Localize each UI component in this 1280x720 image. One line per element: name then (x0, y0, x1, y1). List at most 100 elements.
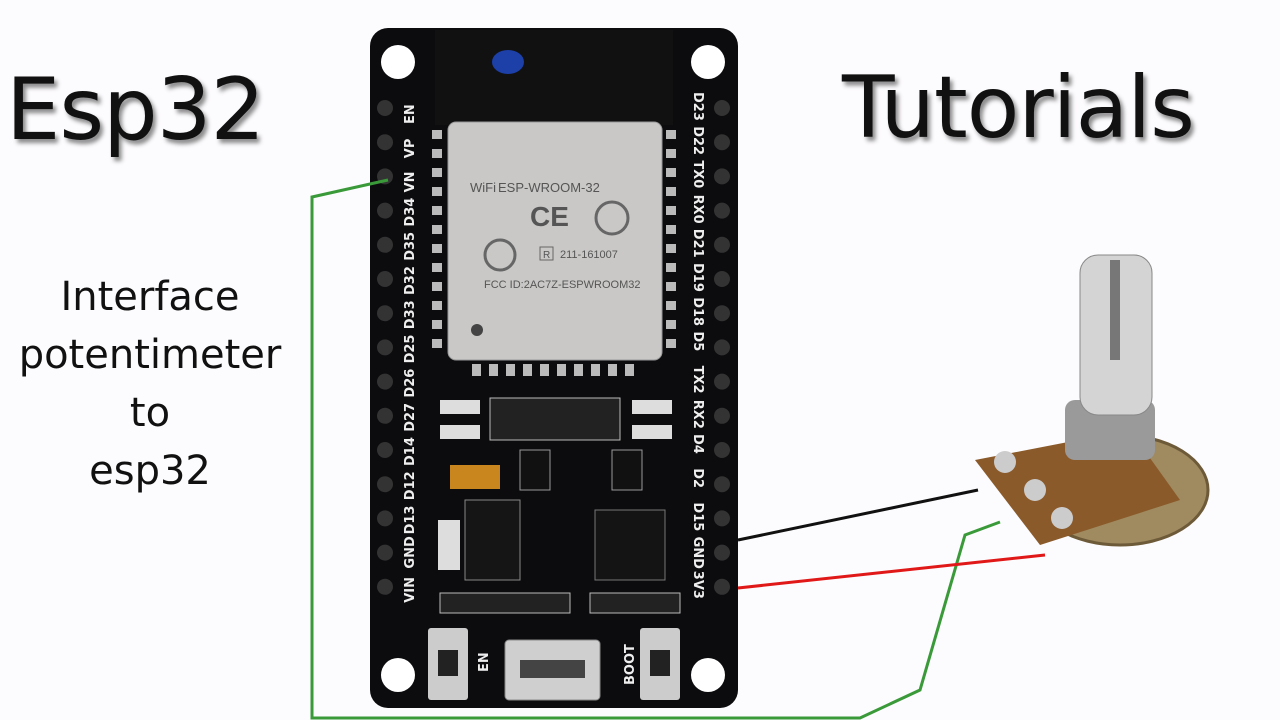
subtitle-line: esp32 (89, 448, 211, 494)
header-pin-hole (714, 134, 730, 151)
module-pad (432, 339, 442, 348)
header-pin-hole (714, 407, 730, 424)
header-pin-hole (714, 236, 730, 253)
header-pin-hole (377, 100, 393, 116)
module-pad (666, 282, 676, 291)
left-pin-label: VIN (403, 577, 418, 603)
left-pin-label: D32 (403, 266, 418, 295)
right-pin-label: D21 (690, 229, 705, 258)
wifi-logo: WiFi (470, 180, 496, 195)
left-pin-label: GND (403, 536, 418, 569)
module-pad (591, 364, 600, 376)
wire-black (737, 488, 979, 542)
left-pin-label: VP (403, 139, 418, 159)
wire-green (310, 178, 1001, 720)
left-pin-label: D12 (403, 471, 418, 500)
title-esp32: Esp32 (6, 60, 265, 160)
subtitle-line: potentimeter (18, 332, 282, 378)
module-pad (666, 320, 676, 329)
module-pad (506, 364, 515, 376)
esp32-board: WiFi ESP-WROOM-32 CE R 211-161007 FCC ID… (370, 28, 738, 708)
cert-logo (483, 238, 517, 272)
header-pin-hole (714, 339, 730, 356)
right-pin-label: RX2 (690, 400, 705, 429)
header-pin-hole (714, 442, 730, 458)
module-pad (432, 282, 442, 291)
header-pin-hole (377, 510, 393, 527)
boot-button-label: BOOT (623, 644, 638, 685)
module-pad (489, 364, 498, 376)
module-pad (432, 206, 442, 215)
header-pin-hole (714, 544, 730, 561)
module-pad (432, 301, 442, 310)
right-pin-label: D15 (690, 502, 705, 531)
r-mark: R (543, 250, 550, 261)
header-pin-hole (714, 168, 730, 185)
header-pin-hole (377, 339, 393, 356)
header-pin-hole (377, 305, 393, 322)
header-pin-hole (377, 202, 393, 219)
fcc-id: FCC ID:2AC7Z-ESPWROOM32 (484, 279, 640, 291)
module-pad (432, 263, 442, 272)
left-pin-label: VN (403, 171, 418, 192)
header-pin-hole (714, 305, 730, 322)
right-pin-label: D5 (690, 331, 705, 351)
module-pad (432, 130, 442, 139)
module-pad (666, 206, 676, 215)
module-pad (666, 244, 676, 253)
subtitle-line: to (129, 390, 171, 436)
header-pin-hole (714, 202, 730, 219)
left-pin-label: EN (403, 104, 418, 124)
right-pin-label: RX0 (690, 195, 705, 224)
module-pad (574, 364, 583, 376)
wire-red (737, 553, 1046, 590)
left-pin-label: D14 (403, 437, 418, 466)
module-pad (432, 225, 442, 234)
right-pin-label: D19 (690, 263, 705, 292)
right-pin-label: D22 (690, 126, 705, 155)
module-pad (432, 187, 442, 196)
module-pad (666, 301, 676, 310)
left-pin-label: D25 (403, 335, 418, 364)
left-pin-label: D26 (403, 369, 418, 398)
left-pin-label: D33 (403, 300, 418, 329)
module-shield (447, 121, 663, 361)
module-pad (523, 364, 532, 376)
header-pin-hole (377, 407, 393, 424)
boot-button[interactable] (640, 628, 680, 700)
header-pin-hole (377, 373, 393, 390)
right-pin-label: 3V3 (690, 571, 705, 599)
module-pad (666, 263, 676, 272)
ce-mark: CE (530, 201, 569, 232)
right-pin-label: D4 (690, 434, 705, 454)
header-pin-hole (714, 100, 730, 116)
module-pad (666, 339, 676, 348)
title-tutorials: Tutorials (842, 58, 1195, 158)
module-pad (540, 364, 549, 376)
right-pin-label: TX2 (690, 366, 705, 394)
module-pad (666, 149, 676, 158)
module-pad (432, 320, 442, 329)
module-pad (666, 225, 676, 234)
module-pad (666, 168, 676, 177)
header-pin-hole (714, 373, 730, 390)
potentiometer (975, 254, 1210, 547)
header-pin-hole (377, 236, 393, 253)
header-pin-hole (714, 510, 730, 527)
module-pad (625, 364, 634, 376)
en-button[interactable] (428, 628, 468, 700)
left-pin-label: D34 (403, 198, 418, 227)
header-pin-hole (714, 271, 730, 287)
module-pad (666, 187, 676, 196)
right-pin-label: D23 (690, 92, 705, 121)
header-pin-hole (714, 476, 730, 493)
module-pad (432, 149, 442, 158)
en-button-label: EN (477, 652, 492, 672)
module-pad (432, 168, 442, 177)
header-pin-hole (377, 476, 393, 493)
header-pin-hole (377, 544, 393, 561)
header-pin-hole (714, 578, 730, 595)
module-pad (432, 244, 442, 253)
module-pad (472, 364, 481, 376)
